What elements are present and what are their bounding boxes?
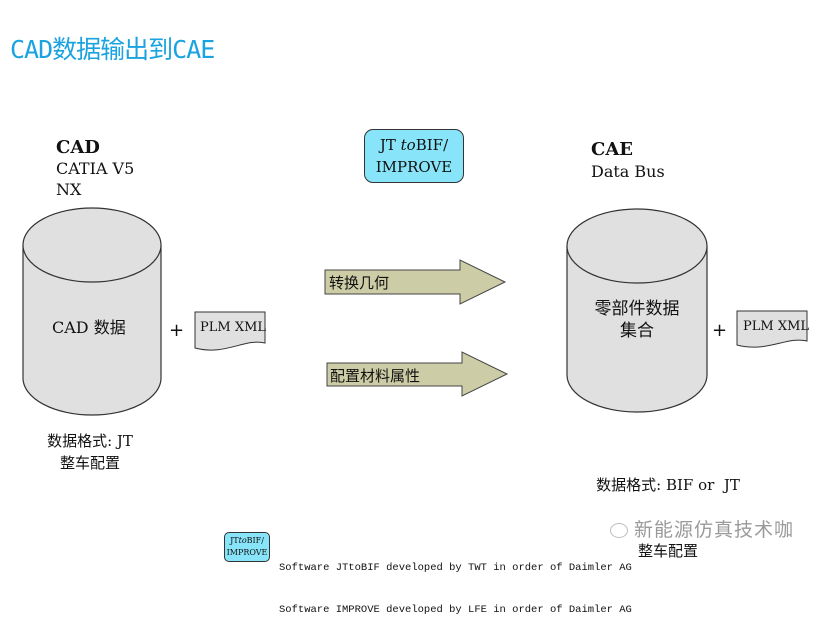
legend-line-jttobif: Software JTtoBIF developed by TWT in ord… — [279, 562, 632, 574]
plus-sign-left: + — [169, 320, 185, 341]
plm-xml-label-left: PLM XML — [200, 320, 267, 335]
process-arrow-1 — [324, 259, 507, 305]
legend-box-part: BIF/ — [246, 536, 264, 545]
diagram-canvas — [22, 207, 808, 416]
process-step-assign-material: 配置材料属性 — [330, 367, 421, 385]
tool-label-part: JT — [379, 136, 396, 154]
cae-heading-block: CAE Data Bus — [591, 139, 665, 184]
legend-text: Software JTtoBIF developed by TWT in ord… — [279, 533, 632, 631]
tool-label-improve: IMPROVE — [375, 158, 453, 176]
process-arrow-2 — [326, 351, 509, 397]
plm-xml-document-icon-right — [736, 310, 808, 348]
part-data-cylinder — [566, 208, 708, 413]
cad-heading-block: CAD CATIA V5 NX — [56, 137, 134, 200]
watermark-text: 新能源仿真技术咖 — [634, 519, 795, 541]
tool-label-italic: to — [400, 136, 416, 154]
part-data-label-line1: 零部件数据 — [594, 299, 680, 319]
plm-xml-document-icon-left — [194, 311, 266, 351]
tool-label-part: BIF/ — [415, 136, 449, 154]
legend-box-italic: to — [238, 536, 247, 545]
part-data-label: 零部件数据 集合 — [587, 298, 687, 342]
plus-sign-right: + — [712, 320, 728, 341]
page-title: CAD数据输出到CAE — [10, 35, 215, 64]
cad-system-nx: NX — [56, 180, 82, 199]
tool-box-jttobif-improve: JT toBIF/ IMPROVE — [364, 129, 464, 183]
process-step-convert-geometry: 转换几何 — [329, 274, 390, 292]
cae-format-line: 数据格式: BIF or JT — [596, 476, 740, 494]
part-data-label-line2: 集合 — [620, 321, 654, 341]
cad-format-caption: 数据格式: JT 整车配置 — [30, 430, 150, 474]
cad-heading: CAD — [56, 137, 100, 158]
legend-box-improve: IMPROVE — [226, 548, 268, 557]
cad-data-label: CAD 数据 — [52, 318, 126, 337]
cae-data-bus: Data Bus — [591, 162, 665, 181]
legend-line-improve: Software IMPROVE developed by LFE in ord… — [279, 604, 632, 616]
cae-heading: CAE — [591, 139, 634, 160]
legend-tool-box: JTtoBIF/ IMPROVE — [224, 532, 270, 562]
legend-box-part: JT — [230, 536, 239, 545]
cae-format-caption: 数据格式: BIF or JT 整车配置 — [568, 430, 768, 584]
cae-config-line: 整车配置 — [637, 542, 698, 560]
wechat-icon — [610, 523, 628, 538]
cad-config-line: 整车配置 — [59, 454, 120, 472]
watermark: 新能源仿真技术咖 — [610, 515, 794, 542]
cad-format-line: 数据格式: JT — [47, 432, 133, 450]
plm-xml-label-right: PLM XML — [743, 319, 810, 334]
cad-data-cylinder — [22, 207, 162, 416]
cad-system-catia: CATIA V5 — [56, 159, 135, 178]
